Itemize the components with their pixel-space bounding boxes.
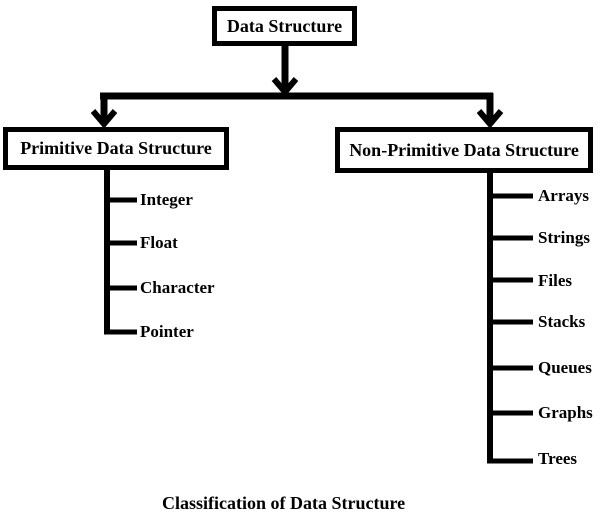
leaf-item-arrays: Arrays <box>538 186 589 205</box>
root-node-label: Data Structure <box>226 15 343 36</box>
diagram-caption: Classification of Data Structure <box>162 493 406 513</box>
arrowhead-left-icon <box>90 109 118 129</box>
root-node: Data Structure <box>212 6 357 46</box>
leaf-item-graphs: Graphs <box>538 403 593 422</box>
leaf-item-integer: Integer <box>140 190 193 209</box>
branch-non-primitive-label: Non-Primitive Data Structure <box>349 139 579 160</box>
branch-primitive-label: Primitive Data Structure <box>20 138 212 158</box>
branch-node-primitive: Primitive Data Structure <box>3 127 229 170</box>
arrowhead-root-icon <box>271 77 299 97</box>
leaf-item-strings: Strings <box>538 228 590 247</box>
branch-node-non-primitive: Non-Primitive Data Structure <box>335 127 593 173</box>
arrowhead-right-icon <box>476 109 504 129</box>
leaf-item-stacks: Stacks <box>538 312 586 331</box>
leaf-item-pointer: Pointer <box>140 322 194 341</box>
leaf-item-float: Float <box>140 233 178 252</box>
leaf-item-files: Files <box>538 271 572 290</box>
leaf-item-queues: Queues <box>538 358 592 377</box>
leaf-item-character: Character <box>140 278 215 297</box>
leaf-item-trees: Trees <box>538 449 578 468</box>
